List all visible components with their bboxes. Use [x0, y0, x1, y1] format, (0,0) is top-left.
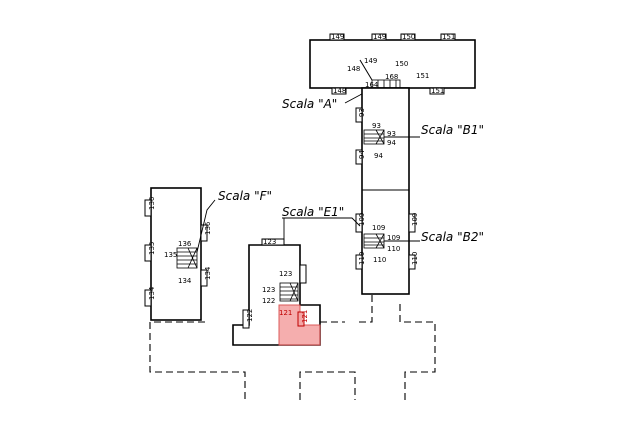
lower-level-outline [149, 295, 436, 400]
label-scala-e1: Scala "E1" [282, 205, 344, 219]
label-121: 121 [279, 309, 292, 317]
label-148-bottom: 148 [333, 87, 346, 95]
label-109-stair: 109 [372, 224, 385, 232]
label-109-left: 109 [358, 213, 366, 226]
label-135-left: 135 [148, 242, 156, 255]
block-b[interactable] [355, 87, 416, 295]
label-93-right: 93 [387, 130, 396, 138]
label-109-outer-right: 109 [411, 213, 419, 226]
label-136-left: 136 [148, 196, 156, 210]
label-136-stair: 136 [178, 240, 192, 248]
label-134-right: 134 [204, 266, 212, 280]
label-110-outer-right: 110 [411, 252, 419, 265]
label-121-highlight: 121 [301, 310, 309, 323]
label-123-top: 123 [263, 238, 276, 246]
label-94-below: 94 [374, 152, 383, 160]
label-110-left: 110 [358, 252, 366, 265]
label-134-stair: 134 [178, 277, 192, 285]
label-scala-b1: Scala "B1" [421, 123, 484, 137]
label-135-stair: 135 [164, 251, 177, 259]
block-f[interactable] [144, 187, 208, 321]
label-150-in: 150 [395, 60, 408, 68]
label-151-bottom: 151 [431, 87, 444, 95]
label-164: 164 [365, 81, 379, 89]
label-93-left: 93 [358, 108, 366, 117]
label-151-top: 151 [442, 33, 455, 41]
label-93-stair: 93 [372, 122, 381, 130]
block-a[interactable] [309, 33, 476, 95]
label-149-top-b: 149 [373, 33, 386, 41]
label-136-right: 136 [204, 221, 212, 235]
label-94-left: 94 [358, 150, 366, 159]
label-110-right: 110 [387, 245, 400, 253]
label-168: 168 [385, 73, 398, 81]
label-123-lower: 123 [262, 286, 275, 294]
label-scala-b2: Scala "B2" [421, 230, 484, 244]
label-scala-a: Scala "A" [282, 97, 337, 111]
label-150-top: 150 [402, 33, 415, 41]
label-109-right: 109 [387, 234, 400, 242]
label-149-in: 149 [364, 57, 377, 65]
label-148-in: 148 [347, 65, 360, 73]
label-122-stair: 122 [262, 297, 275, 305]
label-scala-f: Scala "F" [218, 189, 272, 203]
label-110-below: 110 [373, 256, 386, 264]
label-134-left: 134 [148, 286, 156, 300]
label-94-right: 94 [387, 139, 396, 147]
label-151-in: 151 [416, 72, 429, 80]
label-122-left: 122 [246, 309, 254, 322]
label-123-upper: 123 [279, 270, 292, 278]
label-149-top-a: 149 [331, 33, 344, 41]
